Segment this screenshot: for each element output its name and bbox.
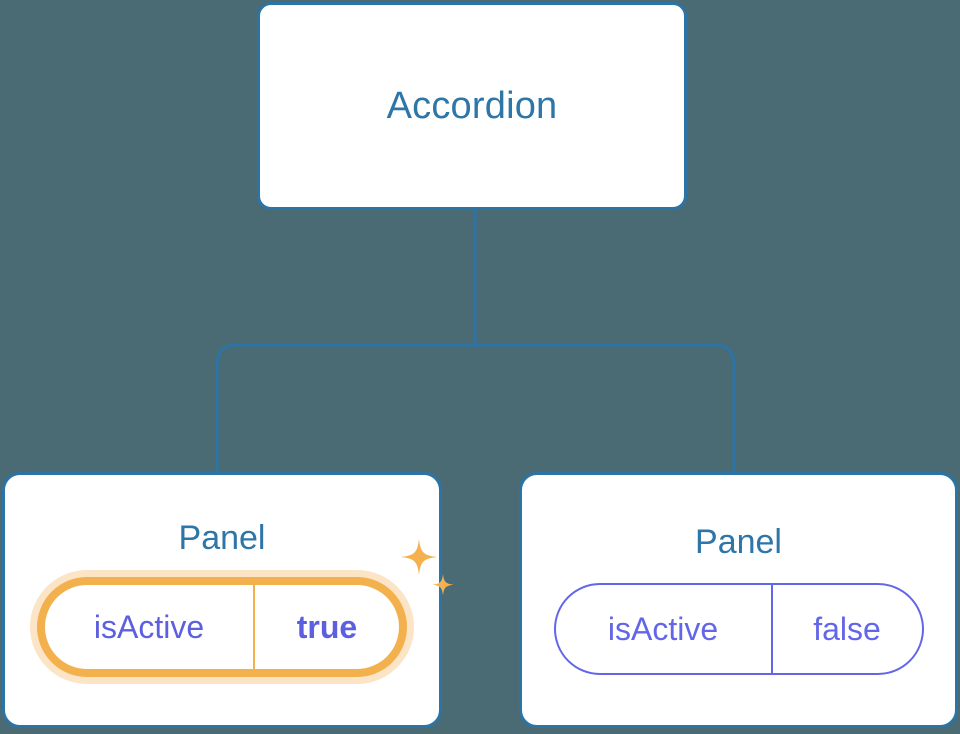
node-panel-inactive[interactable]: Panel isActive false bbox=[519, 472, 958, 728]
node-panel-active[interactable]: Panel isActive true bbox=[2, 472, 454, 728]
prop-pill-wrapper-inactive: isActive false bbox=[522, 583, 955, 675]
node-panel-active-title: Panel bbox=[178, 519, 266, 557]
node-accordion[interactable]: Accordion bbox=[257, 2, 687, 210]
prop-key-label: isActive bbox=[93, 608, 205, 645]
prop-value-label: false bbox=[770, 585, 922, 673]
prop-pill-is-active-false[interactable]: isActive false bbox=[553, 583, 924, 675]
sparkle-small-icon bbox=[432, 574, 454, 596]
connector-branch-bus bbox=[215, 343, 736, 472]
prop-key-label: isActive bbox=[607, 610, 719, 647]
node-panel-inactive-title: Panel bbox=[695, 523, 782, 561]
prop-value-label: true bbox=[253, 585, 399, 669]
node-accordion-title: Accordion bbox=[386, 85, 558, 127]
prop-pill-is-active-true[interactable]: isActive true bbox=[37, 577, 407, 677]
prop-pill-wrapper-active: isActive true bbox=[5, 539, 454, 677]
